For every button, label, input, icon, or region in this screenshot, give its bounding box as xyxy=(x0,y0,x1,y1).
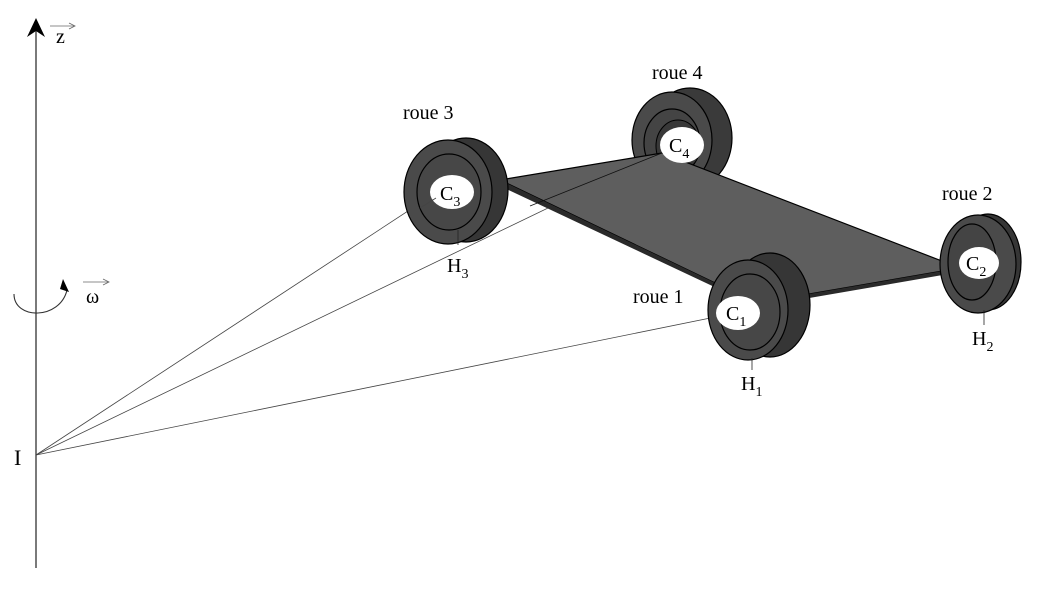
hub-4 xyxy=(660,127,704,163)
line-I-C3 xyxy=(35,189,441,456)
line-I-C4-over-platform xyxy=(529,152,663,207)
center-label-3: C3 xyxy=(440,183,460,210)
contact-label-1: H1 xyxy=(741,373,762,400)
wheel-3-name: roue 3 xyxy=(403,102,454,124)
wheel-3 xyxy=(403,137,509,245)
platform-edge-front xyxy=(500,180,757,307)
wheel-2-name: roue 2 xyxy=(942,183,993,205)
wheel-1-name: roue 1 xyxy=(633,286,684,308)
line-I-C1 xyxy=(35,312,736,456)
wheel-2 xyxy=(939,213,1022,325)
wheel-1 xyxy=(707,252,811,370)
rotation-arc xyxy=(13,289,68,314)
rotation-arrowhead xyxy=(60,279,69,292)
center-label-4: C4 xyxy=(669,135,689,162)
line-I-C3-end xyxy=(419,197,437,209)
center-label-2: C2 xyxy=(966,253,986,280)
omega-label: ω xyxy=(86,286,99,308)
contact-label-2: H2 xyxy=(972,328,993,355)
contact-label-3: H3 xyxy=(447,255,468,282)
wheel-4-name: roue 4 xyxy=(652,62,703,84)
z-axis-arrowhead xyxy=(27,18,45,37)
pivot-label: I xyxy=(14,445,21,470)
omega-vector-arrowhead xyxy=(102,278,110,286)
center-label-1: C1 xyxy=(726,303,746,330)
z-vector-arrowhead xyxy=(68,22,76,30)
z-axis-label: z xyxy=(56,26,65,48)
